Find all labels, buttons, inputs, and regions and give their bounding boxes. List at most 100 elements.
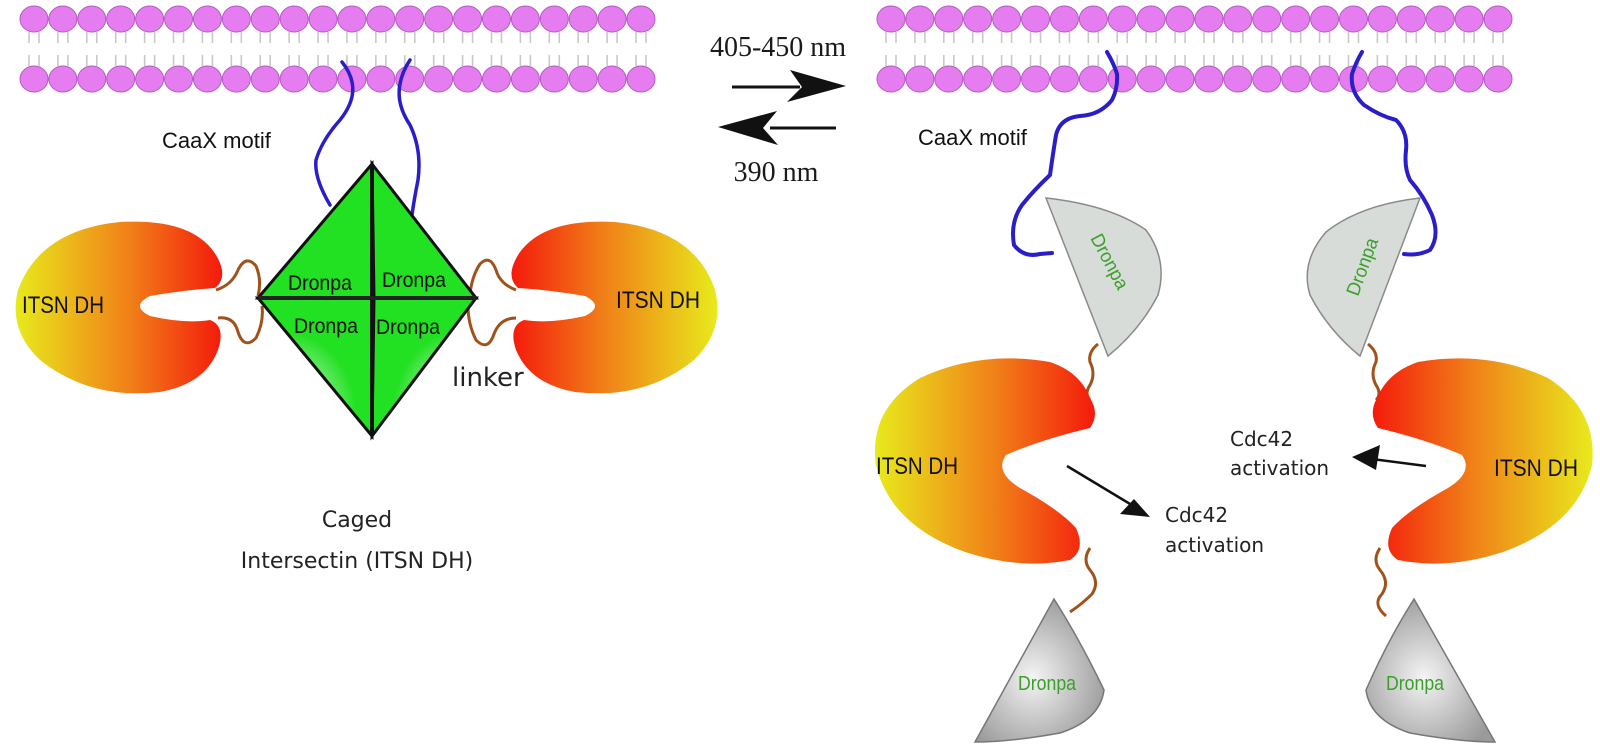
lipid-head-inner [626,65,656,93]
lipid-head-inner [1367,65,1397,93]
lipid-head-outer [48,5,78,33]
lipid-head-outer [510,5,540,33]
lipid-head-outer [934,5,964,33]
dronpa-label-cage-top-right: Dronpa [382,269,446,292]
lipid-head-outer [481,5,511,33]
lipid-head-outer [1425,5,1455,33]
activation-label-left: activation [1165,533,1264,557]
lipid-head-inner [1483,65,1513,93]
dronpa-label-cage-top-left: Dronpa [288,272,352,295]
lipid-head-inner [164,65,194,93]
linker-label: linker [452,363,524,393]
dronpa-label-lower-right: Dronpa [1386,673,1445,695]
caged-state-panel: CaaX motif ITSN DH ITSN DH Dronpa Dronpa… [15,58,718,574]
caax-tether-right-panel-right [1349,50,1438,257]
lipid-head-outer [250,5,280,33]
lipid-head-outer [1367,5,1397,33]
lipid-head-inner [279,65,309,93]
cdc42-label-right: Cdc42 [1230,427,1293,451]
lipid-head-inner [539,65,569,93]
lipid-head-outer [1310,5,1340,33]
lipid-head-inner [905,65,935,93]
lipid-head-inner [568,65,598,93]
lipid-head-inner [1049,65,1079,93]
lipid-head-inner [934,65,964,93]
lipid-head-outer [1281,5,1311,33]
dronpa-monomer-lower-right [1365,597,1497,743]
dronpa-label-cage-bottom-left: Dronpa [294,315,358,338]
lipid-head-inner [1310,65,1340,93]
lipid-head-outer [1483,5,1513,33]
lipid-head-outer [1194,5,1224,33]
lipid-head-inner [1252,65,1282,93]
caax-motif-label-right: CaaX motif [918,125,1028,150]
itsn-dh-label-left-active: ITSN DH [876,453,958,480]
dronpa-label-cage-bottom-right: Dronpa [376,316,440,339]
lipid-head-outer [597,5,627,33]
lipid-head-outer [453,5,483,33]
lipid-head-inner [1021,65,1051,93]
lipid-head-inner [453,65,483,93]
lipid-head-inner [1107,65,1137,93]
lipid-head-outer [164,5,194,33]
lipid-head-outer [1252,5,1282,33]
lipid-head-inner [992,65,1022,93]
caax-tether-right [397,58,421,217]
reverse-wavelength-label: 390 nm [734,157,819,188]
lipid-head-outer [19,5,49,33]
dronpa-tetramer-cage [254,159,480,441]
linker-right-upper [468,258,517,295]
lipid-head-outer [337,5,367,33]
lipid-head-inner [876,65,906,93]
reverse-arrow-icon [718,111,836,145]
lipid-head-outer [1136,5,1166,33]
cdc42-label-left: Cdc42 [1165,503,1228,527]
lipid-head-outer [905,5,935,33]
lipid-head-outer [366,5,396,33]
lipid-head-inner [963,65,993,93]
lipid-head-inner [48,65,78,93]
caption-caged: Caged [322,508,392,533]
lipid-head-outer [424,5,454,33]
caption-intersectin: Intersectin (ITSN DH) [241,549,473,574]
lipid-head-outer [1223,5,1253,33]
membrane-bilayer-left [19,5,656,93]
caax-tether-right-panel-left [1011,50,1120,257]
lipid-head-inner [77,65,107,93]
lipid-head-outer [1454,5,1484,33]
activation-arrow-left-icon [1066,464,1150,517]
activation-label-right: activation [1230,456,1329,480]
linker-lower-left-free [1069,547,1097,614]
itsn-dh-label-left-caged: ITSN DH [22,292,104,319]
lipid-head-outer [192,5,222,33]
lipid-head-inner [424,65,454,93]
lipid-head-outer [1078,5,1108,33]
lipid-head-inner [366,65,396,93]
dronpa-monomer-lower-left [973,597,1105,743]
lipid-head-inner [1194,65,1224,93]
lipid-head-inner [1425,65,1455,93]
linker-left-upper [215,259,262,297]
lipid-head-inner [1396,65,1426,93]
lipid-head-inner [1136,65,1166,93]
lipid-head-outer [135,5,165,33]
lipid-head-inner [1078,65,1108,93]
lipid-head-outer [308,5,338,33]
lipid-head-inner [308,65,338,93]
dronpa-label-lower-left: Dronpa [1018,673,1077,695]
dronpa-monomer-upper-left [1044,197,1162,358]
lipid-head-inner [106,65,136,93]
lipid-head-outer [876,5,906,33]
lipid-head-outer [1021,5,1051,33]
itsn-dh-label-right-active: ITSN DH [1494,455,1578,482]
itsn-dh-domain-right-active [1372,358,1593,564]
lipid-head-outer [395,5,425,33]
activated-state-panel: CaaX motif Dronpa Dronpa ITSN DH ITSN DH… [874,50,1593,743]
linker-upper-right-free [1367,342,1381,402]
caax-tether-left [314,60,355,207]
lipid-head-outer [539,5,569,33]
lipid-head-outer [1338,5,1368,33]
itsn-dh-domain-left-caged [15,221,223,394]
lipid-head-inner [1281,65,1311,93]
